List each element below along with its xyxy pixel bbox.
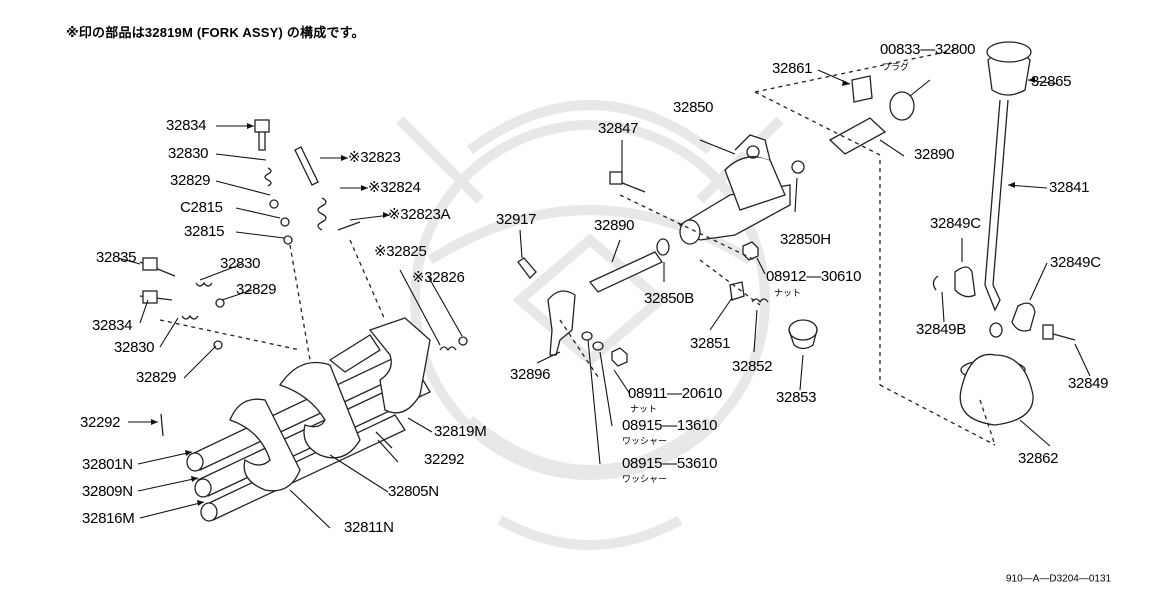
washer-sublabel: ワッシャー: [622, 436, 668, 446]
part-label-32809N: 32809N: [82, 483, 133, 500]
part-label-32851: 32851: [690, 335, 731, 352]
part-label-32292a: 32292: [80, 414, 121, 431]
part-label-32801N: 32801N: [82, 456, 133, 473]
part-label-32850: 32850: [673, 99, 714, 116]
part-label-32811N: 32811N: [344, 519, 394, 536]
part-label-32823: ※32823: [348, 149, 401, 166]
part-label-08915a: 08915—13610: [622, 417, 718, 434]
part-label-32835: 32835: [96, 249, 137, 266]
part-label-32841: 32841: [1049, 179, 1090, 196]
part-label-32292b: 32292: [424, 451, 465, 468]
part-label-08912: 08912—30610: [766, 268, 862, 285]
diagram-id: 910—A—D3204—0131: [1006, 573, 1112, 585]
part-label-32826: ※32826: [412, 269, 465, 286]
leader-lines: [117, 69, 1091, 529]
part-label-32890a: 32890: [594, 217, 635, 234]
part-label-32917: 32917: [496, 211, 537, 228]
part-label-32849Cb: 32849C: [1050, 254, 1101, 271]
part-label-32850B: 32850B: [644, 290, 694, 307]
part-label-32819M: 32819M: [434, 423, 487, 440]
part-label-32847: 32847: [598, 120, 639, 137]
part-label-08911: 08911—20610: [628, 385, 723, 402]
part-label-32865: 32865: [1031, 73, 1072, 90]
part-label-32829a: 32829: [170, 172, 211, 189]
part-label-32816M: 32816M: [82, 510, 135, 527]
part-label-32896: 32896: [510, 366, 551, 383]
nut-sublabel: ナット: [774, 288, 802, 298]
part-label-32829b: 32829: [236, 281, 277, 298]
watermark-emblem: [396, 100, 784, 550]
part-label-32890b: 32890: [914, 146, 955, 163]
part-label-32805N: 32805N: [388, 483, 439, 500]
part-label-32830a: 32830: [168, 145, 209, 162]
shift-rod-assembly: [139, 119, 468, 522]
part-label-32834b: 32834: [92, 317, 133, 334]
striking-lever-assembly: [517, 134, 818, 381]
plug-sublabel: プラグ: [882, 62, 910, 72]
part-label-32815b: C2815: [180, 199, 223, 216]
part-label-08915b: 08915—53610: [622, 455, 718, 472]
washer-sublabel: ワッシャー: [622, 474, 668, 484]
part-label-32850H: 32850H: [780, 231, 831, 248]
part-label-32861: 32861: [772, 60, 813, 77]
part-label-32852: 32852: [732, 358, 773, 375]
part-label-32825: ※32825: [374, 243, 427, 260]
part-label-32849: 32849: [1068, 375, 1109, 392]
part-label-32815: 32815: [184, 223, 225, 240]
part-label-32824: ※32824: [368, 179, 421, 196]
part-label-32829c: 32829: [136, 369, 177, 386]
part-label-32823A: ※32823A: [388, 206, 451, 223]
part-label-32849B: 32849B: [916, 321, 966, 338]
part-label-32830b: 32830: [220, 255, 261, 272]
part-label-32853: 32853: [776, 389, 817, 406]
part-label-00833: 00833—32800: [880, 41, 976, 58]
arrowheads: [151, 77, 1035, 506]
nut-sublabel: ナット: [630, 404, 658, 414]
shift-lever-assembly: [754, 41, 1076, 446]
part-label-32834a: 32834: [166, 117, 207, 134]
part-label-32862: 32862: [1018, 450, 1059, 467]
assembly-note: ※印の部品は32819M (FORK ASSY) の構成です。: [66, 25, 365, 40]
part-label-32830c: 32830: [114, 339, 155, 356]
part-label-32849Ca: 32849C: [930, 215, 981, 232]
